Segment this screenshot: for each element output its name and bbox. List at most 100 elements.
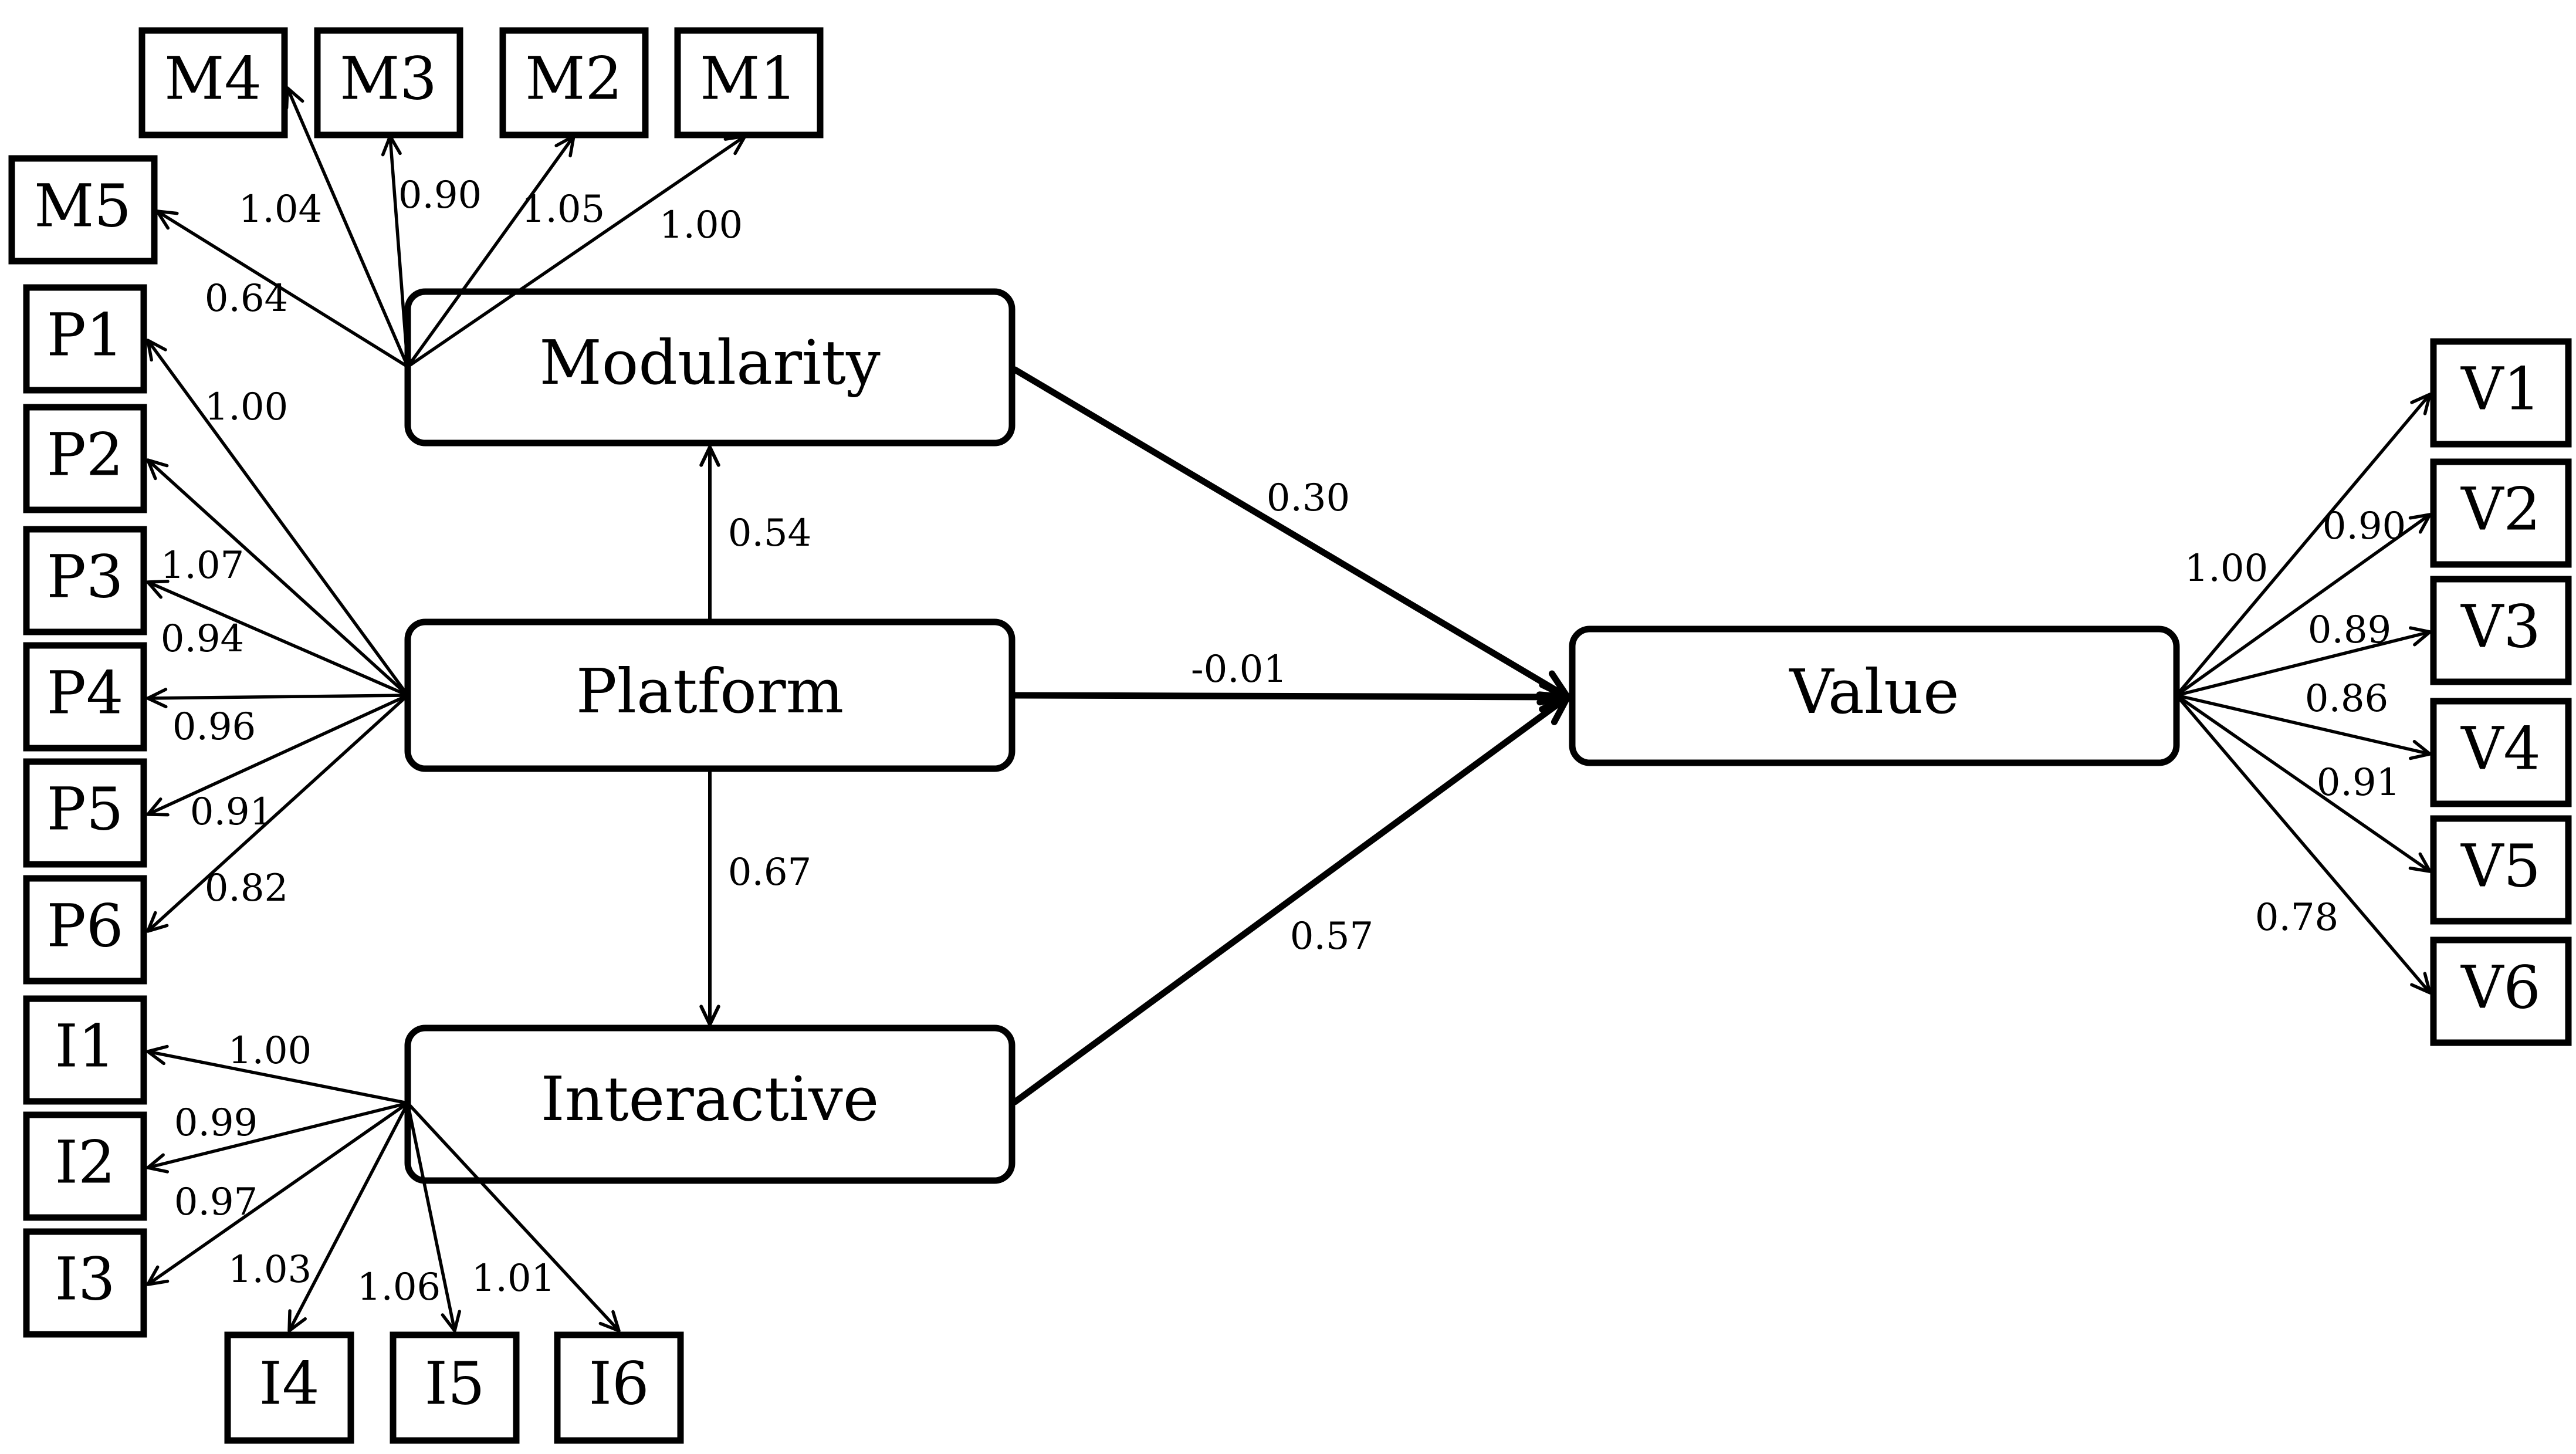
indicator-label: I6 [588, 1350, 649, 1418]
path-label-modularity-value: 0.30 [1267, 476, 1350, 520]
loading-labels-interactive: 1.00 0.99 0.97 1.03 1.06 1.01 [174, 1029, 556, 1309]
loading-label-m1: 1.00 [659, 204, 743, 247]
loading-label-i5: 1.06 [357, 1266, 441, 1309]
loading-label-p4: 0.96 [172, 705, 256, 749]
path-arrow-platform-interactive [699, 770, 720, 1026]
loading-arrow-m4 [285, 86, 409, 368]
indicator-m1: M1 [674, 27, 824, 138]
loading-arrow-m5 [155, 209, 409, 368]
path-arrow-interactive-value [1011, 694, 1571, 1105]
indicator-label: V6 [2460, 953, 2541, 1022]
path-coefficient-labels: 0.54 0.67 0.30 -0.01 0.57 [728, 476, 1374, 958]
loading-label-p1: 1.00 [205, 386, 289, 429]
indicator-v5: V5 [2430, 815, 2572, 925]
arrows [146, 86, 2432, 1333]
loading-labels-modularity: 1.00 1.05 0.90 1.04 0.64 [205, 174, 743, 320]
loading-arrow-m2 [406, 134, 576, 368]
path-arrow-platform-value [1011, 681, 1571, 713]
loading-arrow-v2 [2175, 513, 2432, 697]
loading-arrow-i2 [146, 1101, 409, 1174]
indicator-i5: I5 [390, 1331, 520, 1444]
indicator-i4: I4 [224, 1331, 354, 1444]
indicator-label: P6 [47, 892, 124, 961]
indicator-i3: I3 [23, 1228, 147, 1338]
loading-label-m4: 1.04 [239, 188, 323, 231]
indicator-label: M4 [164, 45, 262, 113]
loading-label-v6: 0.78 [2255, 896, 2339, 939]
indicator-label: P5 [47, 775, 124, 844]
loading-arrow-i3 [146, 1101, 409, 1286]
indicator-p4: P4 [23, 642, 147, 752]
indicator-label: V1 [2460, 355, 2541, 424]
loading-arrow-p4 [146, 688, 409, 709]
loading-label-i3: 0.97 [174, 1181, 258, 1224]
loading-arrow-p2 [146, 458, 409, 697]
indicator-label: I5 [424, 1350, 485, 1418]
loading-arrow-p6 [146, 694, 409, 933]
loading-label-i1: 1.00 [228, 1029, 312, 1073]
loading-arrow-v4 [2175, 694, 2432, 760]
construct-label: Interactive [541, 1063, 879, 1135]
indicator-label: V4 [2460, 715, 2541, 783]
construct-interactive: Interactive [404, 1024, 1015, 1184]
indicator-label: V5 [2460, 832, 2541, 901]
loading-arrow-v1 [2175, 393, 2432, 697]
indicator-label: P1 [47, 301, 124, 370]
indicator-v3: V3 [2430, 576, 2572, 685]
indicator-m4: M4 [138, 27, 288, 138]
indicator-v1: V1 [2430, 338, 2572, 448]
indicator-label: M2 [525, 45, 622, 113]
loading-label-i2: 0.99 [174, 1101, 258, 1145]
loading-arrow-m1 [406, 134, 747, 368]
path-arrow-modularity-value [1011, 366, 1571, 701]
loading-label-m2: 1.05 [522, 188, 605, 231]
construct-modularity: Modularity [404, 288, 1015, 447]
construct-label: Modularity [539, 327, 881, 398]
indicator-boxes: M1 M2 M3 M4 M5 P1 P2 P3 [8, 27, 2572, 1444]
loading-arrow-i5 [406, 1101, 462, 1333]
indicator-p3: P3 [23, 526, 147, 635]
loading-arrow-p5 [146, 694, 409, 817]
indicator-i2: I2 [23, 1111, 147, 1221]
indicator-label: I1 [55, 1012, 115, 1081]
loading-arrow-m3 [381, 134, 409, 368]
loading-label-i4: 1.03 [228, 1248, 312, 1291]
indicator-label: I3 [55, 1245, 115, 1314]
indicator-m2: M2 [499, 27, 649, 138]
loading-label-v5: 0.91 [2317, 761, 2401, 804]
loading-arrow-p3 [146, 579, 409, 697]
indicator-label: P2 [47, 421, 124, 489]
indicator-label: M5 [34, 172, 131, 241]
path-label-platform-modularity: 0.54 [728, 512, 812, 555]
loading-arrow-v3 [2175, 626, 2432, 697]
loading-arrow-v5 [2175, 694, 2432, 873]
loading-label-m3: 0.90 [398, 174, 482, 217]
indicator-m5: M5 [8, 155, 158, 265]
indicator-v6: V6 [2430, 936, 2572, 1046]
loading-label-v3: 0.89 [2308, 608, 2392, 652]
construct-platform: Platform [404, 618, 1015, 772]
loading-label-p5: 0.91 [190, 790, 274, 834]
loading-arrow-p1 [146, 339, 409, 697]
loading-label-i6: 1.01 [472, 1257, 556, 1300]
loading-label-v4: 0.86 [2305, 677, 2389, 721]
indicator-i6: I6 [554, 1331, 684, 1444]
construct-value: Value [1569, 625, 2180, 766]
loading-labels-platform: 1.00 1.07 0.94 0.96 0.91 0.82 [161, 386, 289, 910]
indicator-v2: V2 [2430, 458, 2572, 568]
path-label-interactive-value: 0.57 [1290, 915, 1374, 958]
indicator-p6: P6 [23, 875, 147, 985]
path-label-platform-value: -0.01 [1191, 648, 1287, 691]
indicator-m3: M3 [314, 27, 463, 138]
indicator-label: I4 [259, 1350, 319, 1418]
indicator-label: P4 [47, 659, 124, 728]
indicator-i1: I1 [23, 995, 147, 1105]
loading-arrow-i6 [406, 1101, 621, 1333]
indicator-p5: P5 [23, 758, 147, 868]
loading-labels-value: 1.00 0.90 0.89 0.86 0.91 0.78 [2185, 505, 2406, 939]
loading-arrow-v6 [2175, 694, 2432, 995]
loading-label-v1: 1.00 [2185, 547, 2269, 590]
loading-arrow-i4 [287, 1101, 409, 1333]
construct-label: Value [1788, 656, 1959, 728]
